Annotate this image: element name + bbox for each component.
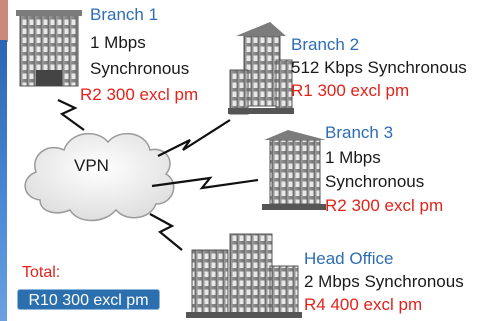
total-label: Total: xyxy=(22,264,61,281)
branch3-price: R2 300 excl pm xyxy=(325,196,444,215)
vpn-cloud xyxy=(24,132,175,222)
branch3-building-icon xyxy=(262,130,326,210)
branch1-name: Branch 1 xyxy=(90,5,159,24)
branch3-name: Branch 3 xyxy=(325,123,394,142)
left-edge-decoration xyxy=(0,40,7,321)
total-value: R10 300 excl pm xyxy=(28,292,149,309)
head-office-building-icon xyxy=(186,233,302,318)
head-office-name: Head Office xyxy=(304,249,394,268)
branch1-type: Synchronous xyxy=(90,59,190,78)
link-branch1 xyxy=(57,99,85,131)
branch3-speed: 1 Mbps xyxy=(325,148,381,167)
vpn-label: VPN xyxy=(74,156,109,175)
branch1-building-icon xyxy=(16,10,82,87)
link-head-office xyxy=(149,213,183,251)
branch2-name: Branch 2 xyxy=(291,35,360,54)
branch1-price: R2 300 excl pm xyxy=(80,85,199,104)
total-value-box: R10 300 excl pm xyxy=(17,289,160,310)
branch1-speed: 1 Mbps xyxy=(90,33,146,52)
branch3-type: Synchronous xyxy=(325,172,425,191)
branch2-building-icon xyxy=(228,22,294,115)
branch2-speed: 512 Kbps Synchronous xyxy=(291,58,467,77)
link-branch2 xyxy=(157,119,231,157)
branch2-price: R1 300 excl pm xyxy=(291,81,410,100)
head-office-price: R4 400 excl pm xyxy=(304,295,423,314)
head-office-speed: 2 Mbps Synchronous xyxy=(304,272,464,291)
link-branch3 xyxy=(151,176,259,190)
left-edge-decoration-top xyxy=(0,0,8,42)
